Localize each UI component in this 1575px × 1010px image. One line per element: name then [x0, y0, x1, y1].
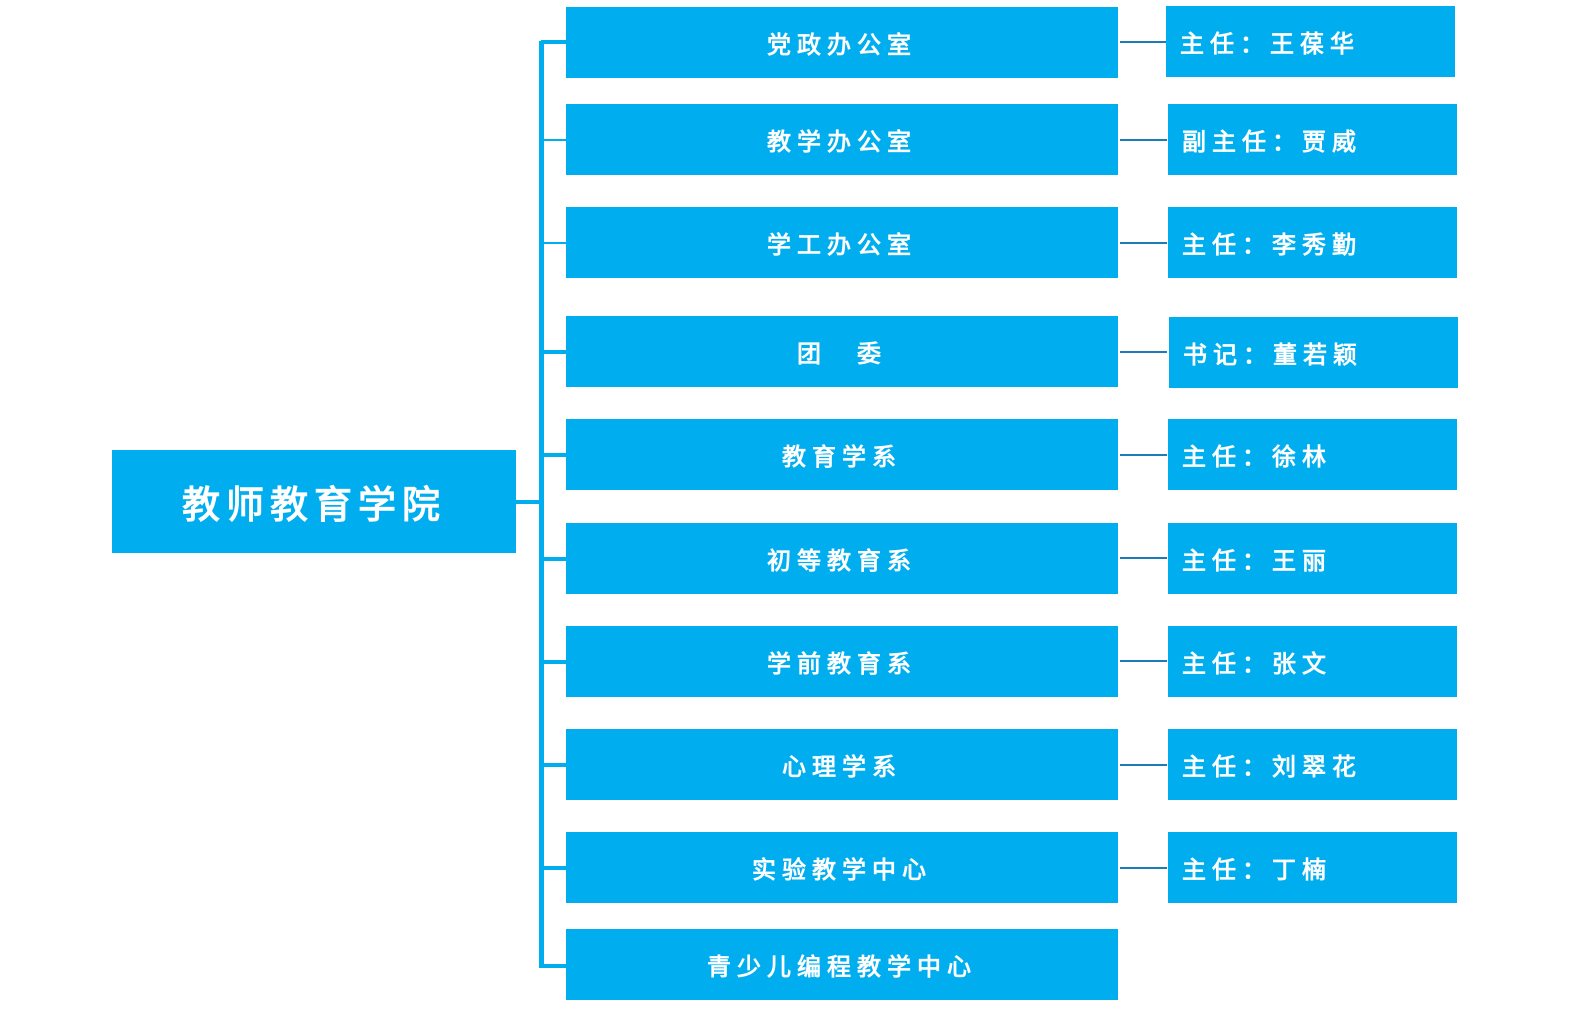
leader-node-0: 主任：王葆华	[1166, 6, 1455, 77]
dept-node-6: 学前教育系	[566, 626, 1118, 697]
branch-tick-2	[541, 242, 566, 244]
leader-connector-5	[1120, 557, 1167, 559]
dept-node-3: 团 委	[566, 316, 1118, 387]
branch-tick-5	[541, 557, 566, 561]
dept-node-8: 实验教学中心	[566, 832, 1118, 903]
leader-connector-0	[1120, 41, 1167, 43]
leader-connector-4	[1120, 454, 1167, 456]
leader-node-4: 主任：徐林	[1168, 419, 1457, 490]
dept-node-0: 党政办公室	[566, 7, 1118, 78]
leader-node-2: 主任：李秀勤	[1168, 207, 1457, 278]
root-connector	[516, 500, 542, 504]
branch-tick-9	[541, 964, 566, 968]
leader-node-3: 书记：董若颖	[1169, 317, 1458, 388]
leader-node-1: 副主任：贾威	[1168, 104, 1457, 175]
dept-node-2: 学工办公室	[566, 207, 1118, 278]
dept-node-9: 青少儿编程教学中心	[566, 929, 1118, 1000]
leader-connector-8	[1120, 867, 1167, 869]
leader-connector-6	[1120, 660, 1167, 662]
dept-node-5: 初等教育系	[566, 523, 1118, 594]
leader-connector-3	[1120, 351, 1167, 353]
leader-connector-7	[1120, 764, 1167, 766]
leader-node-7: 主任：刘翠花	[1168, 729, 1457, 800]
dept-node-7: 心理学系	[566, 729, 1118, 800]
dept-node-1: 教学办公室	[566, 104, 1118, 175]
branch-tick-8	[541, 866, 566, 870]
branch-tick-6	[541, 660, 566, 664]
branch-tick-7	[541, 763, 566, 767]
leader-node-6: 主任：张文	[1168, 626, 1457, 697]
root-node: 教师教育学院	[112, 450, 516, 553]
branch-tick-0	[541, 40, 566, 44]
leader-node-5: 主任：王丽	[1168, 523, 1457, 594]
leader-node-8: 主任：丁楠	[1168, 832, 1457, 903]
branch-tick-3	[541, 350, 566, 354]
dept-node-4: 教育学系	[566, 419, 1118, 490]
branch-tick-1	[541, 139, 566, 141]
leader-connector-2	[1120, 242, 1167, 244]
leader-connector-1	[1120, 139, 1167, 141]
trunk-line	[539, 41, 544, 968]
branch-tick-4	[541, 453, 566, 457]
